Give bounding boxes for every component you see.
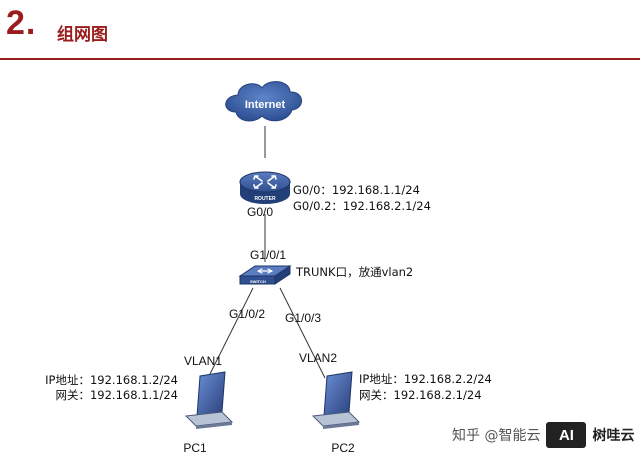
pc2-laptop-icon: [311, 371, 361, 429]
link-switch-pc2: [279, 287, 326, 379]
cloud-label: Internet: [245, 99, 286, 111]
pc2-gateway: 网关：192.168.2.1/24: [359, 388, 482, 402]
pc2-ip-address: IP地址：192.168.2.2/24: [359, 372, 492, 386]
watermark-text: 知乎 @智能云: [452, 428, 541, 444]
pc1-vlan-label: VLAN1: [184, 354, 222, 368]
switch-icon: [238, 265, 292, 285]
section-number: 2.: [6, 4, 37, 42]
pc1-laptop-icon: [184, 371, 234, 429]
switch-port-right: G1/0/3: [285, 311, 321, 325]
switch-uplink-port: G1/0/1: [250, 248, 286, 262]
header-divider: [0, 58, 640, 60]
router-interface-1: G0/0：192.168.1.1/24: [293, 183, 420, 197]
watermark-brand: 树哇云: [592, 428, 635, 444]
watermark: 知乎 @智能云 AI 树哇云: [452, 421, 634, 449]
router-icon: [239, 171, 291, 204]
header: 2. 组网图: [0, 0, 640, 60]
router-badge: ROUTER: [254, 196, 276, 202]
switch-port-left: G1/0/2: [229, 307, 265, 321]
pc1-gateway: 网关：192.168.1.1/24: [55, 388, 178, 402]
switch-badge: SWITCH: [250, 279, 266, 284]
pc2-name: PC2: [331, 441, 355, 455]
ai-logo-icon: AI: [546, 422, 587, 448]
internet-cloud-icon: [225, 81, 302, 122]
pc1-ip-address: IP地址：192.168.1.2/24: [45, 373, 178, 387]
router-port-label: G0/0: [247, 205, 273, 219]
pc1-name: PC1: [183, 441, 207, 455]
pc2-vlan-label: VLAN2: [299, 351, 337, 365]
link-switch-pc1: [207, 287, 254, 379]
section-title: 组网图: [57, 25, 108, 45]
switch-trunk-note: TRUNK口，放通vlan2: [295, 265, 413, 279]
router-interface-2: G0/0.2：192.168.2.1/24: [293, 199, 431, 213]
